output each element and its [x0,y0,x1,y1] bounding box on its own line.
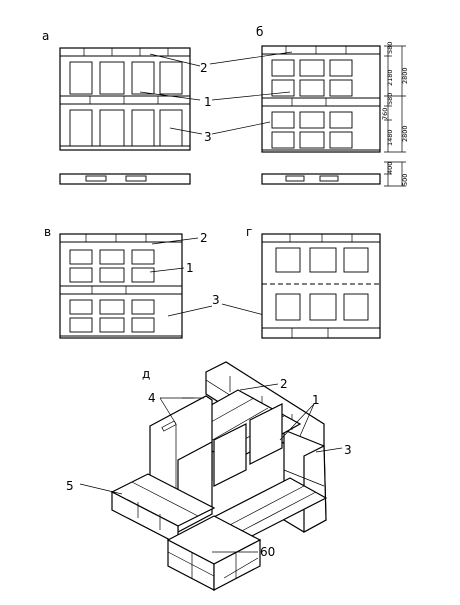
dim-2800-top: 2800 [401,67,409,84]
dim-500: 500 [401,174,409,186]
dim-760: 760 [381,108,389,120]
panel-b-elevation: б 58 [256,25,409,187]
panel-d-letter: д [142,367,150,381]
dim-580-mid: 580 [386,93,394,105]
dim-580-top: 580 [386,42,394,54]
callout-3-v: 3 [212,293,220,307]
panel-v-elevation: в [44,225,183,339]
dim-2180: 2180 [386,69,394,86]
callout-5-d: 5 [66,479,74,493]
callouts-v: 2 1 3 [149,231,269,317]
dim-400: 400 [386,162,394,174]
dim-1480: 1480 [386,129,394,146]
callout-1-top: 1 [204,95,212,109]
callout-1-d: 1 [312,393,320,407]
callout-60-d: 60 [260,545,275,559]
callout-4-d: 4 [148,391,156,405]
panel-a-letter: а [42,29,49,43]
panel-b-letter: б [256,25,263,39]
callout-1-v: 1 [186,261,194,275]
callout-2-d: 2 [280,377,288,391]
panel-a-elevation: а [42,29,191,185]
callout-3-top: 3 [204,130,212,144]
panel-g-elevation: г [246,225,381,339]
panel-g-letter: г [246,225,252,239]
panel-d-isometric: д [110,361,328,591]
callouts-d: 4 2 1 3 5 60 [66,377,352,579]
dim-2800-bot: 2800 [401,125,409,142]
callout-2-v: 2 [200,231,208,245]
panel-v-letter: в [44,225,51,239]
callout-2-top: 2 [200,61,208,75]
callouts-top: 2 1 3 [139,51,293,144]
callout-3-d: 3 [344,443,352,457]
